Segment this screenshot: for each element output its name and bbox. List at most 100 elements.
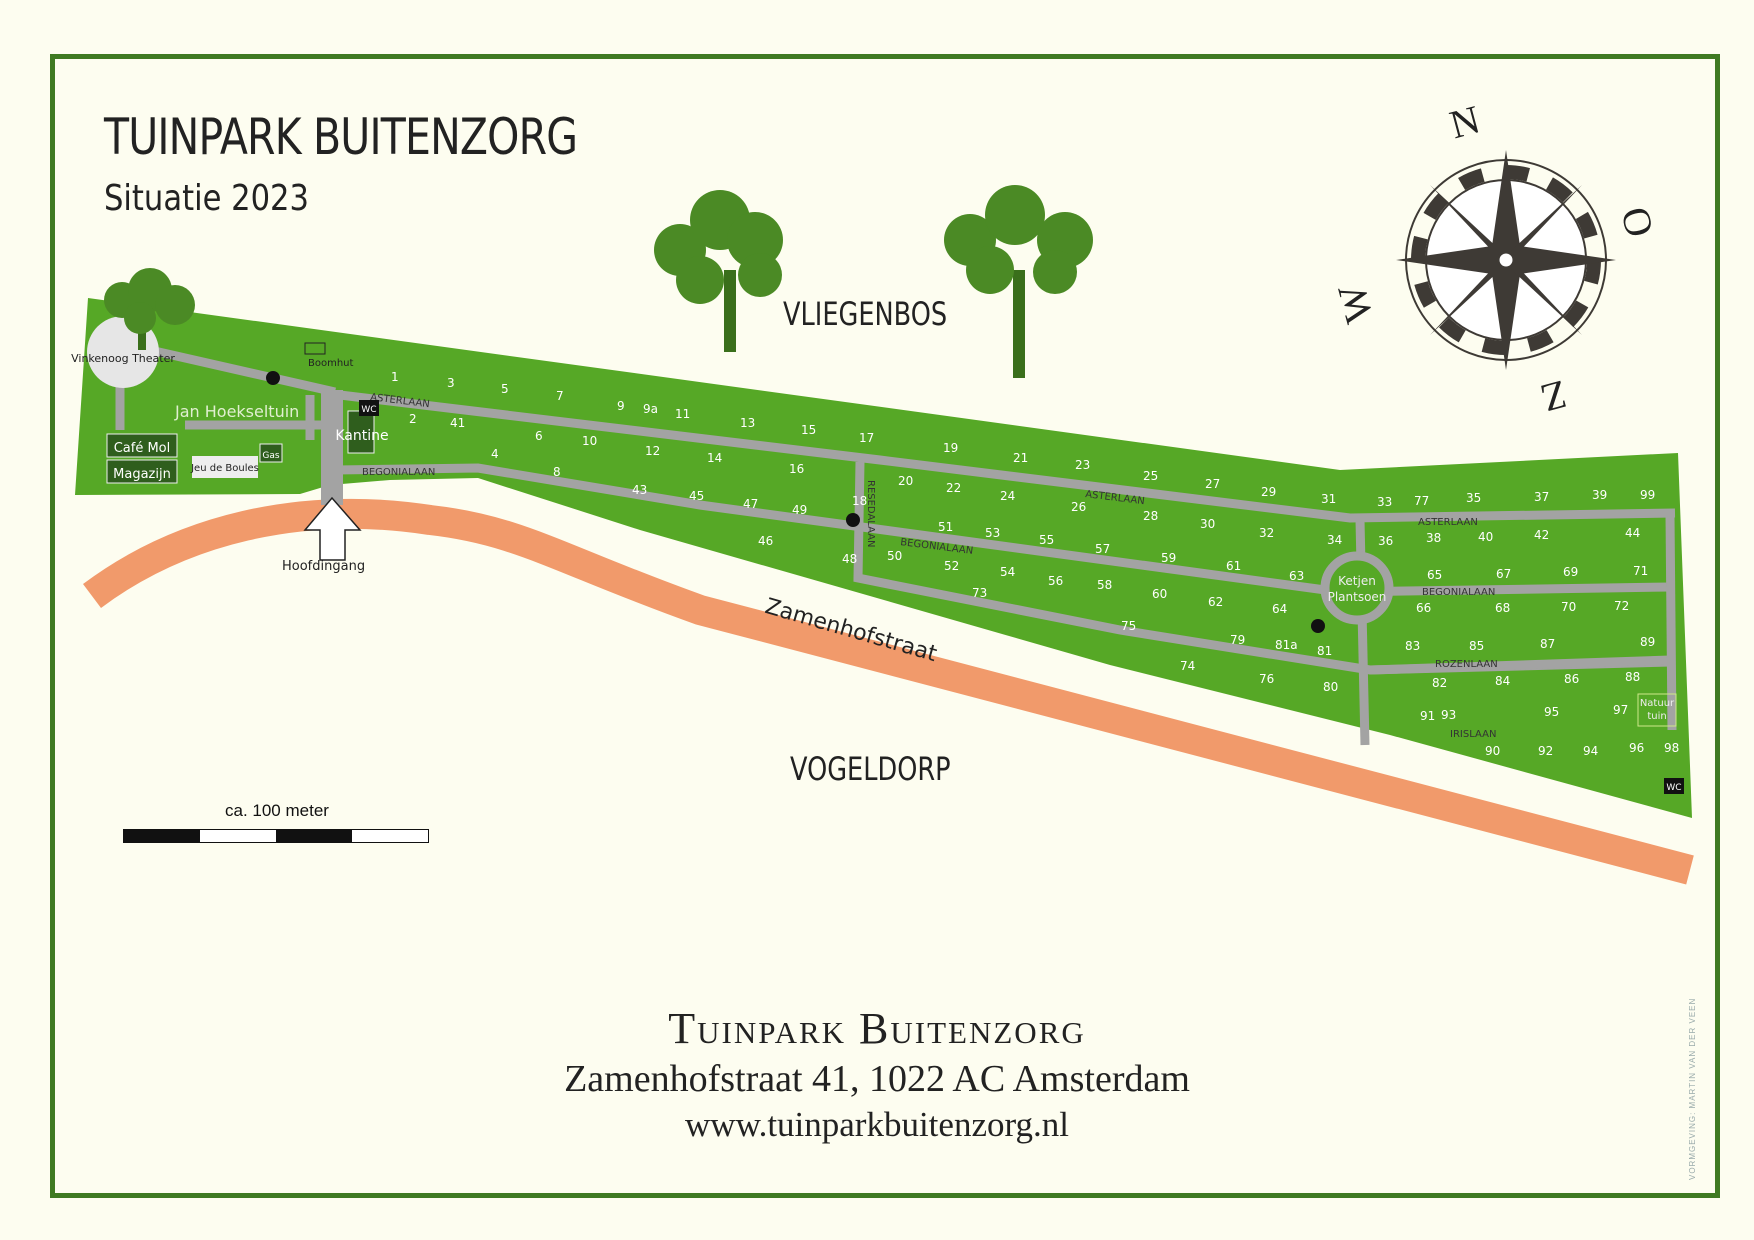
plot-number: 92: [1538, 744, 1553, 758]
footer-address: Zamenhofstraat 41, 1022 AC Amsterdam: [564, 1058, 1190, 1100]
plot-number: 77: [1414, 494, 1429, 508]
zamenhofstraat-street: [83, 498, 1694, 885]
plot-number: 75: [1121, 619, 1136, 633]
designer-credit: VORMGEVING: MARTIN VAN DER VEEN: [1688, 997, 1697, 1180]
plot-number: 56: [1048, 574, 1063, 588]
magazijn-box: [106, 459, 178, 484]
plot-number: 64: [1272, 602, 1287, 616]
bench-icon: [846, 513, 860, 527]
cafe-mol-box: [106, 433, 178, 458]
plot-number: 30: [1200, 517, 1215, 531]
plot-number: 11: [675, 407, 690, 421]
plot-number: 42: [1534, 528, 1549, 542]
plot-number: 37: [1534, 490, 1549, 504]
plot-number: 10: [582, 434, 597, 448]
plot-number: 63: [1289, 569, 1304, 583]
plot-number: 21: [1013, 451, 1028, 465]
jeu-de-boules-label: Jeu de Boules: [190, 463, 259, 474]
gas-label: Gas: [262, 451, 279, 461]
plot-number: 76: [1259, 672, 1274, 686]
plot-number: 57: [1095, 542, 1110, 556]
plot-number: 73: [972, 586, 987, 600]
plot-number: 61: [1226, 559, 1241, 573]
natuurtuin-label-1: Natuur: [1640, 698, 1675, 709]
plot-number: 27: [1205, 477, 1220, 491]
plot-number: 48: [842, 552, 857, 566]
tree-icon: [944, 185, 1093, 378]
plot-number: 52: [944, 559, 959, 573]
plot-number: 43: [632, 483, 647, 497]
scale-label: ca. 100 meter: [225, 801, 329, 820]
bench-icon: [266, 371, 280, 385]
plot-number: 46: [758, 534, 773, 548]
plot-number: 91: [1420, 709, 1435, 723]
tree-icon: [654, 190, 783, 352]
footer-name: Tuinpark Buitenzorg: [668, 1004, 1086, 1053]
vliegenbos-label: VLIEGENBOS: [783, 295, 948, 333]
lane-begonialaan-3: BEGONIALAAN: [1422, 587, 1495, 598]
wc-label-1: WC: [361, 405, 376, 415]
plot-number: 50: [887, 549, 902, 563]
plot-number: 26: [1071, 500, 1086, 514]
plot-number: 9a: [643, 402, 658, 416]
compass-rose-icon: [1396, 150, 1616, 370]
plot-number: 49: [792, 503, 807, 517]
kantine-label: Kantine: [335, 428, 388, 444]
wc-box-2: [1664, 778, 1684, 794]
plot-number: 86: [1564, 672, 1579, 686]
plot-number: 70: [1561, 600, 1576, 614]
lane-rozenlaan: ROZENLAAN: [1435, 659, 1498, 670]
plot-number: 53: [985, 526, 1000, 540]
plot-number: 28: [1143, 509, 1158, 523]
plot-number: 59: [1161, 551, 1176, 565]
footer-website[interactable]: www.tuinparkbuitenzorg.nl: [685, 1105, 1069, 1144]
natuurtuin-label-2: tuin: [1647, 711, 1666, 722]
plot-number: 5: [501, 382, 509, 396]
plot-number: 74: [1180, 659, 1195, 673]
plot-number: 88: [1625, 670, 1640, 684]
plot-number: 23: [1075, 458, 1090, 472]
plot-number: 93: [1441, 708, 1456, 722]
theater-label: Vinkenoog Theater: [71, 352, 175, 365]
plot-number: 24: [1000, 489, 1015, 503]
plot-number: 18: [852, 494, 867, 508]
natuurtuin-box: [1637, 693, 1677, 727]
vogeldorp-label: VOGELDORP: [790, 750, 951, 788]
compass-o-label: O: [1612, 202, 1663, 242]
plot-number: 12: [645, 444, 660, 458]
tree-icon: [104, 268, 195, 350]
lane-begonialaan-1: BEGONIALAAN: [362, 467, 435, 478]
plot-number: 67: [1496, 567, 1511, 581]
page-title: TUINPARK BUITENZORG: [104, 108, 578, 166]
plot-number: 9: [617, 399, 625, 413]
plot-number: 66: [1416, 601, 1431, 615]
plot-number: 95: [1544, 705, 1559, 719]
plot-number: 45: [689, 489, 704, 503]
plot-number: 7: [556, 389, 564, 403]
plot-number: 25: [1143, 469, 1158, 483]
plot-number: 19: [943, 441, 958, 455]
plot-number: 3: [447, 376, 455, 390]
plot-number: 84: [1495, 674, 1510, 688]
plot-number: 20: [898, 474, 913, 488]
plot-number: 40: [1478, 530, 1493, 544]
plot-number: 34: [1327, 533, 1342, 547]
plot-number: 99: [1640, 488, 1655, 502]
jeu-de-boules-box: [192, 456, 258, 478]
park-paths: [115, 340, 1677, 746]
plot-number: 8: [553, 465, 561, 479]
park-area: [75, 298, 1692, 818]
scale-bar: [123, 829, 429, 843]
plot-number: 4: [491, 447, 499, 461]
plot-number: 31: [1321, 492, 1336, 506]
wc-box-1: [359, 400, 379, 416]
plot-number: 60: [1152, 587, 1167, 601]
plot-number: 68: [1495, 601, 1510, 615]
compass-z-label: Z: [1536, 372, 1571, 422]
plot-number: 44: [1625, 526, 1640, 540]
plot-number: 36: [1378, 534, 1393, 548]
plot-number: 81a: [1275, 638, 1298, 652]
plot-number: 17: [859, 431, 874, 445]
